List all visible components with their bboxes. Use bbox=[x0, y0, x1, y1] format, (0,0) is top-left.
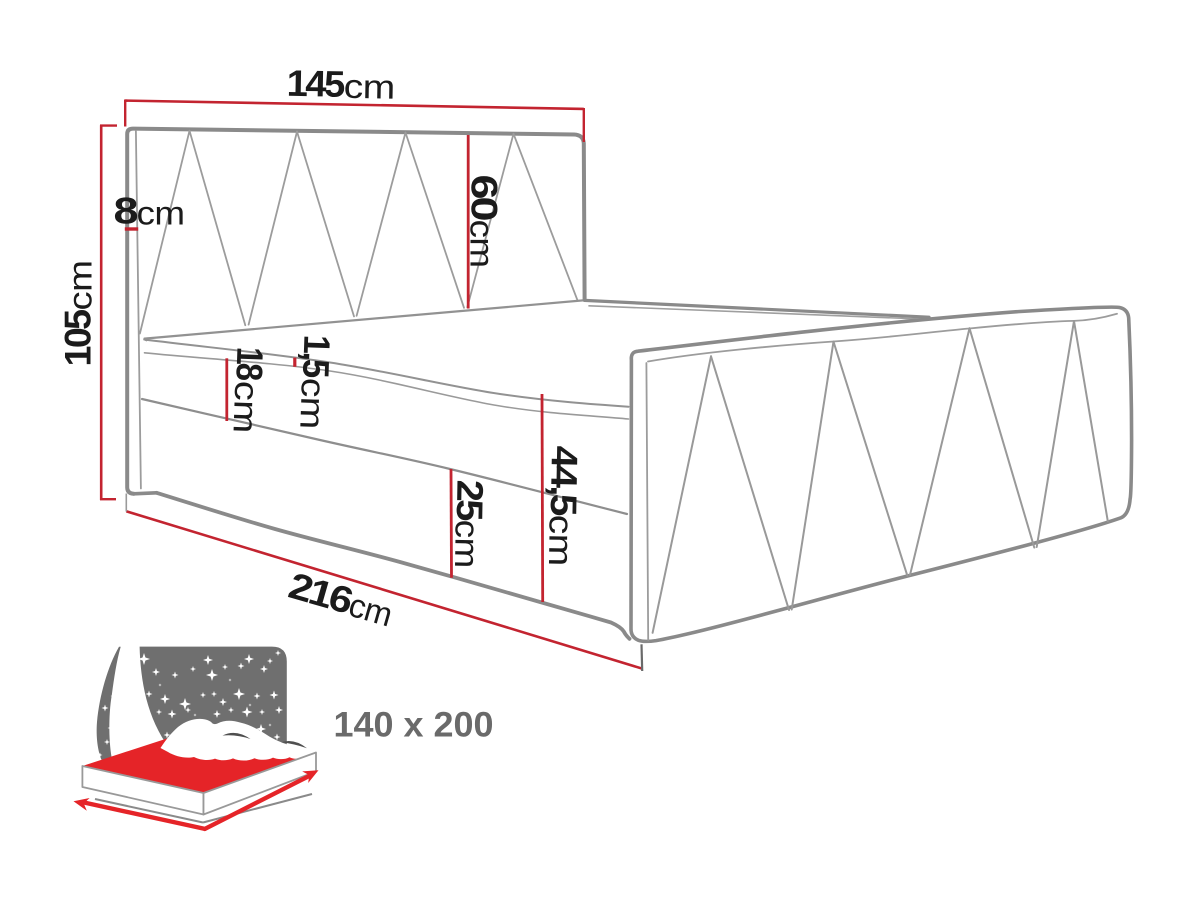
svg-text:1,5cm: 1,5cm bbox=[292, 334, 337, 429]
svg-text:18cm: 18cm bbox=[226, 346, 271, 433]
svg-text:140 x 200: 140 x 200 bbox=[334, 704, 494, 744]
svg-text:8cm: 8cm bbox=[114, 191, 185, 233]
svg-text:25cm: 25cm bbox=[447, 479, 491, 568]
svg-text:105cm: 105cm bbox=[58, 261, 100, 367]
svg-text:60cm: 60cm bbox=[463, 175, 505, 268]
svg-text:145cm: 145cm bbox=[286, 63, 395, 107]
svg-text:44,5cm: 44,5cm bbox=[541, 445, 585, 566]
